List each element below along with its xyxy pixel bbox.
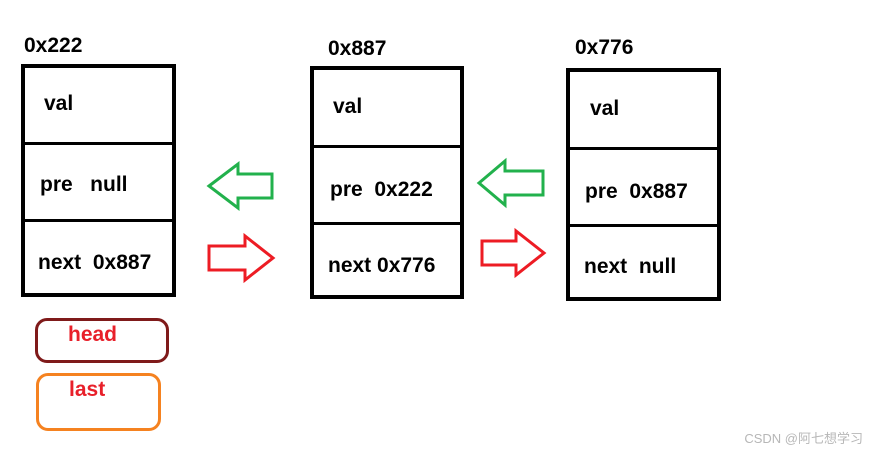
- next-arrow-right-1: [207, 232, 276, 284]
- node-2-pre-field: pre 0x222: [314, 148, 460, 225]
- head-label: head: [68, 323, 118, 346]
- pre-arrow-left-1: [206, 160, 274, 212]
- node-3: val pre 0x887 next null: [566, 68, 721, 301]
- node-2-address: 0x887: [328, 37, 387, 60]
- pre-arrow-1-shape: [206, 160, 274, 212]
- node-3-next-label: next null: [584, 255, 677, 278]
- node-1-val-field: val: [25, 68, 172, 145]
- node-1-val-label: val: [44, 92, 74, 115]
- node-2: val pre 0x222 next 0x776: [310, 66, 464, 299]
- node-3-val-label: val: [590, 97, 620, 120]
- node-3-val-field: val: [570, 72, 717, 150]
- node-2-val-field: val: [314, 70, 460, 148]
- next-arrow-1-shape: [207, 232, 276, 284]
- node-3-address: 0x776: [575, 36, 634, 59]
- node-1: val pre null next 0x887: [21, 64, 176, 297]
- node-3-pre-field: pre 0x887: [570, 150, 717, 227]
- next-arrow-right-2: [480, 227, 547, 279]
- head-pointer: head: [35, 318, 169, 363]
- node-1-next-label: next 0x887: [38, 251, 152, 274]
- node-2-next-label: next 0x776: [328, 254, 436, 277]
- node-1-address: 0x222: [24, 34, 83, 57]
- node-1-pre-field: pre null: [25, 145, 172, 222]
- node-2-pre-label: pre 0x222: [330, 178, 433, 201]
- node-2-next-field: next 0x776: [314, 225, 460, 299]
- pre-arrow-left-2: [476, 157, 545, 209]
- node-3-pre-label: pre 0x887: [585, 180, 688, 203]
- node-1-pre-label: pre null: [40, 173, 128, 196]
- pre-arrow-2-shape: [476, 157, 545, 209]
- watermark: CSDN @阿七想学习: [744, 431, 863, 446]
- node-2-val-label: val: [333, 95, 363, 118]
- node-1-next-field: next 0x887: [25, 222, 172, 297]
- next-arrow-2-shape: [480, 227, 547, 279]
- last-pointer: last: [36, 373, 161, 431]
- last-label: last: [69, 378, 106, 401]
- node-3-next-field: next null: [570, 227, 717, 301]
